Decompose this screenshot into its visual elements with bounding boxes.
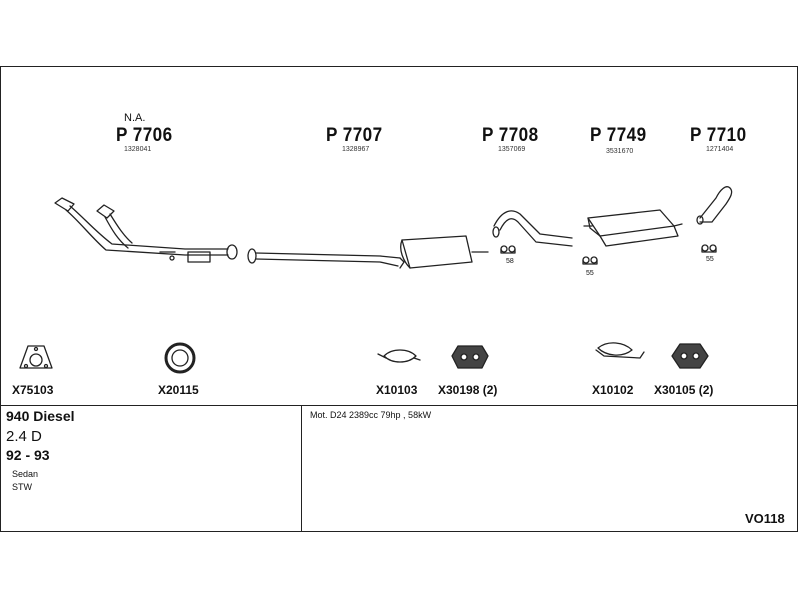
- hanger-icon: [701, 244, 717, 253]
- oem-number: 1271404: [706, 146, 734, 153]
- fitting-code: X30105 (2): [654, 383, 714, 397]
- info-divider-vertical: [301, 405, 302, 531]
- vehicle-years: 92 - 93: [6, 447, 50, 463]
- part-note: N.A.: [124, 112, 146, 124]
- flange-gasket-icon: [19, 345, 53, 369]
- clamp-strap-icon: [377, 349, 421, 363]
- hanger-icon: [500, 245, 516, 254]
- rear-silencer-drawing: [583, 209, 683, 247]
- rubber-mount-icon: [451, 345, 489, 369]
- front-downpipe-drawing: [54, 197, 238, 263]
- hanger-icon: [582, 256, 598, 265]
- vehicle-model: 940 Diesel: [6, 408, 75, 424]
- middle-silencer-drawing: [247, 235, 489, 269]
- fitting-code: X20115: [158, 383, 199, 397]
- rubber-mount-icon: [671, 343, 709, 369]
- tailpipe-drawing: [492, 210, 573, 247]
- oem-number: 1357069: [498, 146, 526, 153]
- diagram-frame: [0, 66, 798, 532]
- info-divider-horizontal: [1, 405, 797, 406]
- oem-number: 1328967: [342, 146, 370, 153]
- end-pipe-drawing: [696, 186, 733, 225]
- ring-gasket-icon: [164, 342, 196, 374]
- vehicle-engine: 2.4 D: [6, 428, 42, 445]
- oem-number: 3531670: [606, 148, 634, 155]
- fitting-code: X10103: [376, 383, 418, 397]
- fitting-code: X30198 (2): [438, 383, 498, 397]
- hanger-label: 55: [586, 270, 594, 277]
- part-code: P 7706: [116, 125, 173, 146]
- clamp-strap-icon: [595, 342, 645, 359]
- part-code: P 7708: [482, 125, 539, 146]
- hanger-label: 55: [706, 256, 714, 263]
- hanger-label: 58: [506, 258, 514, 265]
- body-type: Sedan: [12, 469, 39, 479]
- part-code: P 7707: [326, 125, 383, 146]
- body-type: STW: [12, 482, 32, 492]
- part-code: P 7710: [690, 125, 747, 146]
- fitting-code: X10102: [592, 383, 634, 397]
- hanger-icons: [500, 244, 717, 265]
- reference-code: VO118: [745, 511, 785, 526]
- motor-info: Mot. D24 2389cc 79hp , 58kW: [310, 410, 432, 420]
- oem-number: 1328041: [124, 146, 152, 153]
- part-code: P 7749: [590, 125, 647, 146]
- fitting-code: X75103: [12, 383, 54, 397]
